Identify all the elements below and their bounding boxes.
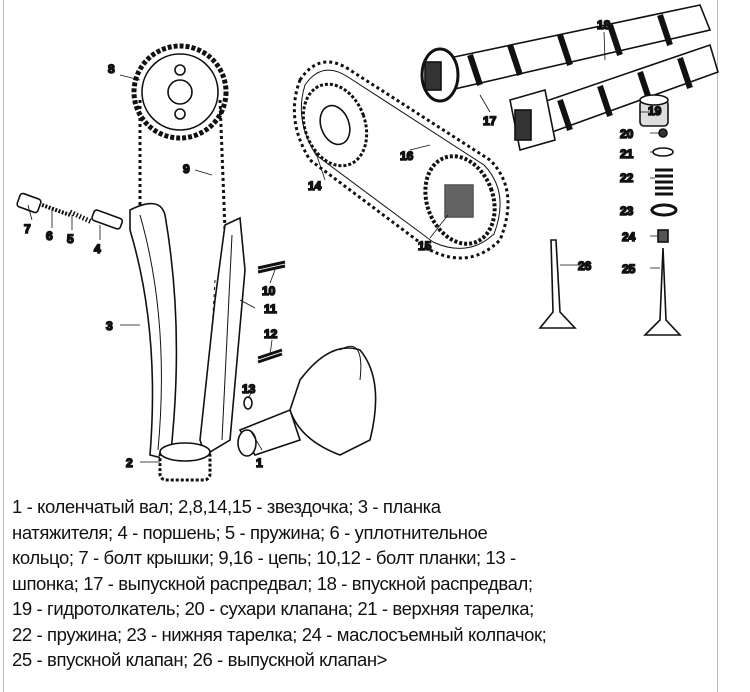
sprocket-2	[158, 442, 212, 482]
tensioner-assembly	[16, 192, 124, 230]
caption-line: кольцо; 7 - болт крышки; 9,16 - цепь; 10…	[12, 547, 516, 568]
caption-line: шпонка; 17 - выпускной распредвал; 18 - …	[12, 572, 533, 594]
camshaft-18	[509, 43, 719, 152]
label-7: 7	[24, 222, 31, 236]
caption-line: 19 - гидротолкатель; 20 - сухари клапана…	[12, 598, 534, 619]
label-8: 8	[108, 62, 115, 76]
label-10: 10	[262, 284, 276, 298]
label-11: 11	[264, 302, 277, 316]
leader-lines	[27, 31, 660, 463]
label-16: 16	[400, 149, 414, 163]
label-5: 5	[67, 232, 74, 246]
label-19: 19	[648, 104, 662, 118]
chain-9	[138, 99, 227, 231]
label-23: 23	[620, 204, 634, 218]
caption-line: 22 - пружина; 23 - нижняя тарелка; 24 - …	[12, 623, 547, 645]
label-17: 17	[483, 114, 497, 128]
label-4: 4	[94, 242, 101, 256]
timing-chain-diagram: 1 2 3 4 5 6 7 8 9 10 11 12 13 14 15 16 1…	[16, 4, 719, 482]
label-3: 3	[106, 319, 113, 333]
camshaft-17	[420, 4, 712, 103]
label-13: 13	[242, 382, 256, 396]
label-24: 24	[622, 230, 636, 244]
label-26: 26	[578, 259, 592, 273]
caption-line: натяжителя; 4 - поршень; 5 - пружина; 6 …	[12, 521, 488, 543]
sprocket-15	[423, 154, 497, 246]
caption-line: 25 - впускной клапан; 26 - выпускной кла…	[12, 649, 388, 670]
figure-caption: 1 - коленчатый вал; 2,8,14,15 - звездочк…	[12, 494, 712, 673]
label-18: 18	[597, 18, 611, 32]
valve-parts	[538, 94, 682, 336]
bolt-10	[257, 260, 286, 274]
caption-line: 1 - коленчатый вал; 2,8,14,15 - звездочк…	[12, 496, 441, 517]
sprocket-14	[301, 82, 369, 168]
label-21: 21	[620, 147, 634, 161]
guide-rail-11	[199, 216, 246, 457]
bolt-12	[257, 348, 283, 364]
label-6: 6	[46, 229, 53, 243]
chain-16	[292, 60, 510, 260]
label-12: 12	[264, 327, 278, 341]
label-20: 20	[620, 127, 634, 141]
figure-frame	[3, 0, 718, 692]
tensioner-rail-3	[129, 202, 178, 461]
label-9: 9	[183, 162, 190, 176]
label-1: 1	[256, 456, 263, 470]
label-14: 14	[308, 179, 322, 193]
crankshaft-1	[237, 345, 377, 457]
label-22: 22	[620, 171, 634, 185]
key-13	[243, 396, 253, 410]
label-2: 2	[126, 456, 133, 470]
sprocket-8	[131, 43, 229, 141]
label-25: 25	[622, 262, 636, 276]
label-15: 15	[418, 239, 432, 253]
